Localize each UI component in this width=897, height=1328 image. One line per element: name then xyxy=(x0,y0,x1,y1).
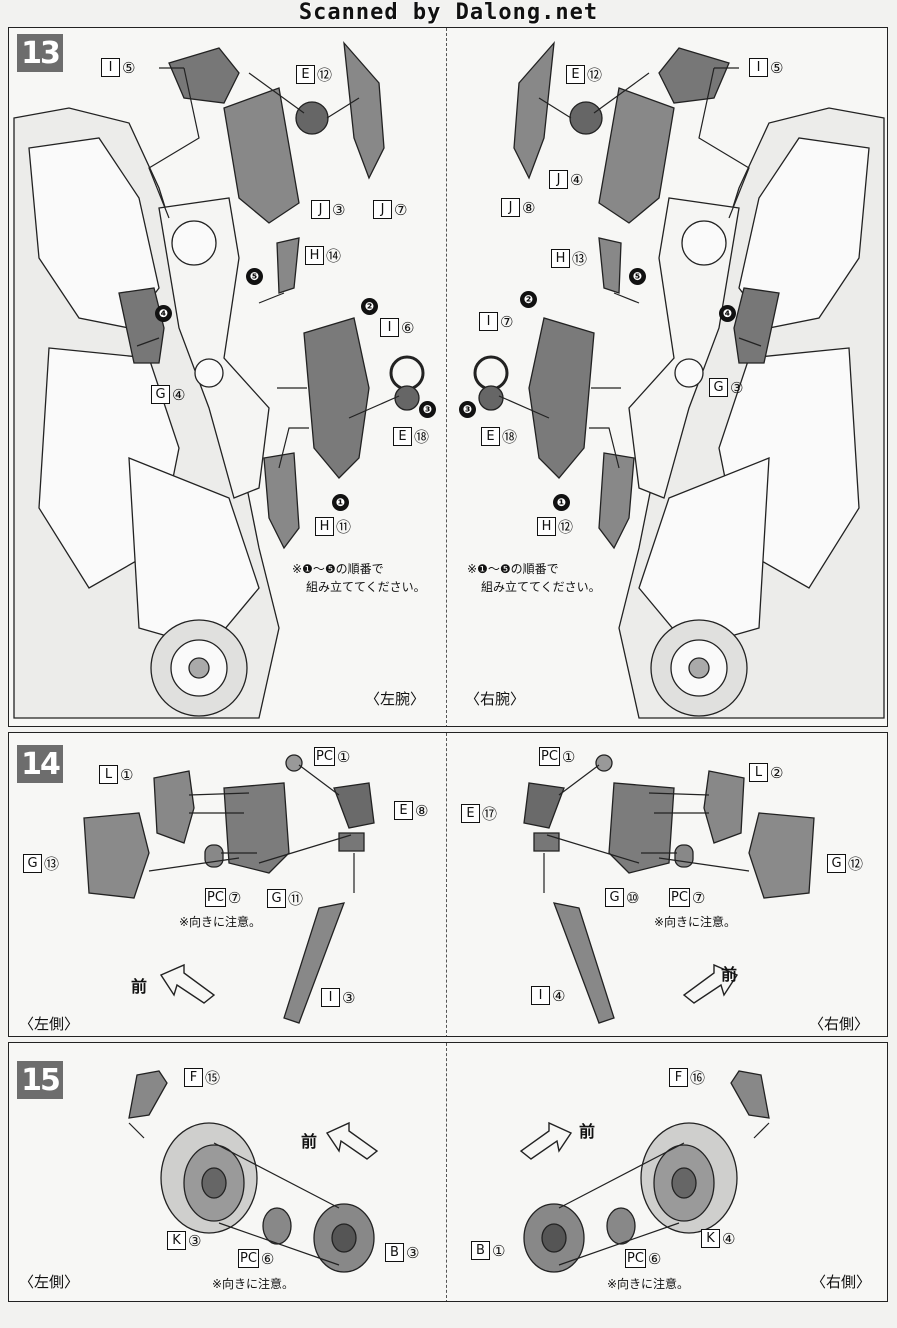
panel-divider xyxy=(446,1043,447,1301)
order-step-3: ❸ xyxy=(419,401,436,418)
assembly-order-note: ※❶～❺の順番で 組み立ててください。 xyxy=(467,562,601,594)
forward-label: 前 xyxy=(579,1122,596,1141)
forward-label: 前 xyxy=(301,1132,318,1151)
watermark: Scanned by Dalong.net xyxy=(298,0,599,25)
step-number-13: 13 xyxy=(17,34,63,72)
leg-parts-illustration xyxy=(83,754,815,1024)
caption-right-side: 〈右側〉 xyxy=(811,1273,872,1291)
panel-step-14: 14 xyxy=(8,732,888,1037)
order-step-1: ❶ xyxy=(332,494,349,511)
step-number-14: 14 xyxy=(17,745,63,783)
forward-label: 前 xyxy=(721,965,738,984)
panel-divider xyxy=(446,28,447,726)
wheel-illustration xyxy=(128,1070,770,1273)
robot-arm-illustration xyxy=(13,41,885,719)
orientation-note: ※向きに注意。 xyxy=(607,1277,690,1291)
orientation-note: ※向きに注意。 xyxy=(212,1277,295,1291)
panel-step-15: 15 xyxy=(8,1042,888,1302)
order-step-2: ❷ xyxy=(520,291,537,308)
panel-divider xyxy=(446,733,447,1036)
caption-left-arm: 〈左腕〉 xyxy=(365,690,426,708)
order-step-2: ❷ xyxy=(361,298,378,315)
order-step-4: ❹ xyxy=(155,305,172,322)
caption-right-side: 〈右側〉 xyxy=(809,1015,870,1033)
order-step-5: ❺ xyxy=(629,268,646,285)
assembly-order-note: ※❶～❺の順番で 組み立ててください。 xyxy=(292,562,426,594)
caption-left-side: 〈左側〉 xyxy=(19,1273,80,1291)
order-step-1: ❶ xyxy=(553,494,570,511)
forward-label: 前 xyxy=(131,977,148,996)
order-step-4: ❹ xyxy=(719,305,736,322)
order-step-5: ❺ xyxy=(246,268,263,285)
orientation-note: ※向きに注意。 xyxy=(654,915,737,929)
panel-step-13: 13 xyxy=(8,27,888,727)
caption-right-arm: 〈右腕〉 xyxy=(465,690,526,708)
step-number-15: 15 xyxy=(17,1061,63,1099)
order-step-3: ❸ xyxy=(459,401,476,418)
caption-left-side: 〈左側〉 xyxy=(19,1015,80,1033)
orientation-note: ※向きに注意。 xyxy=(179,915,262,929)
